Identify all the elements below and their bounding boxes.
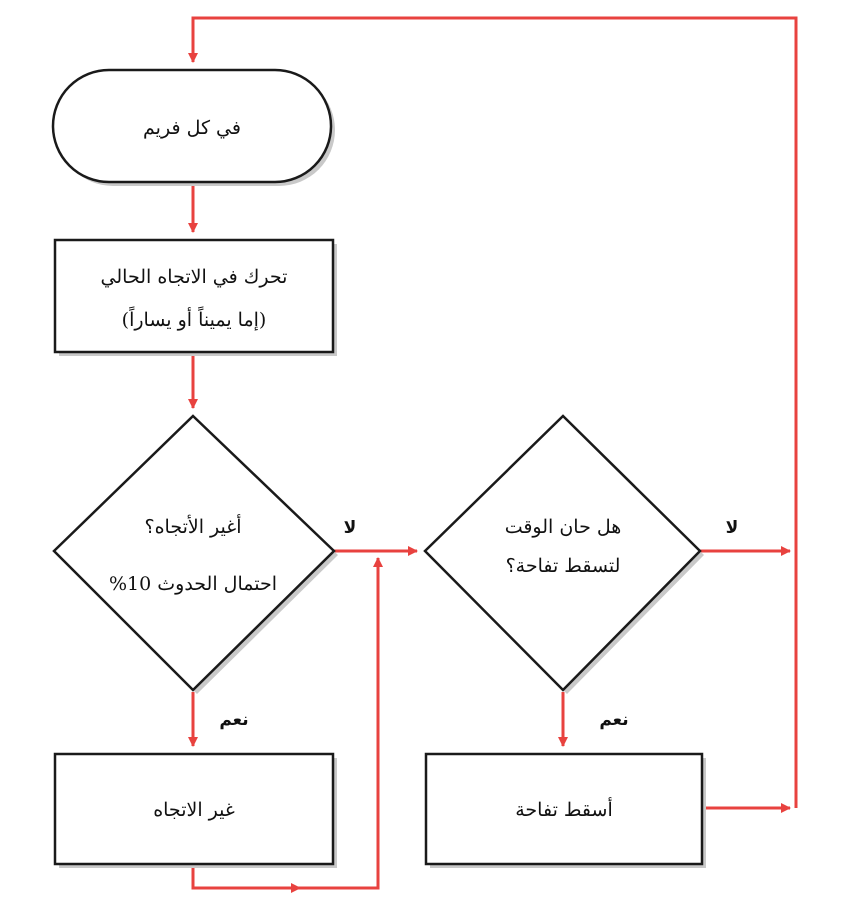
apple-no-label: لا [726, 518, 739, 538]
change-decision-label-line2: احتمال الحدوث 10% [109, 573, 277, 595]
change-decision-label-line1: أغير الأتجاه؟ [145, 513, 242, 538]
move-node-label-line2: (إما يميناً أو يساراً) [122, 306, 267, 331]
change-yes-label: نعم [219, 710, 248, 730]
change-no-label: لا [344, 518, 357, 538]
start-node-label: في كل فريم [143, 117, 241, 139]
change-action-node: غير الاتجاه [53, 752, 337, 868]
apple-action-node: أسقط تفاحة [424, 752, 706, 868]
apple-decision-node: هل حان الوقت لتسقط تفاحة؟ [423, 414, 704, 694]
apple-decision-label-line2: لتسقط تفاحة؟ [506, 555, 621, 577]
apple-yes-label: نعم [599, 710, 628, 730]
connectors [188, 16, 798, 893]
change-action-return-connector [191, 864, 301, 893]
apple-action-label: أسقط تفاحة [515, 796, 613, 821]
move-node-label-line1: تحرك في الاتجاه الحالي [101, 266, 288, 288]
change-decision-node: أغير الأتجاه؟ احتمال الحدوث 10% [52, 414, 338, 694]
loop-back-connector [188, 16, 798, 808]
change-action-rise-connector [300, 557, 383, 890]
start-node: في كل فريم [51, 68, 335, 186]
change-action-label: غير الاتجاه [153, 799, 235, 821]
move-node: تحرك في الاتجاه الحالي (إما يميناً أو يس… [53, 238, 337, 356]
apple-decision-label-line1: هل حان الوقت [505, 516, 622, 538]
